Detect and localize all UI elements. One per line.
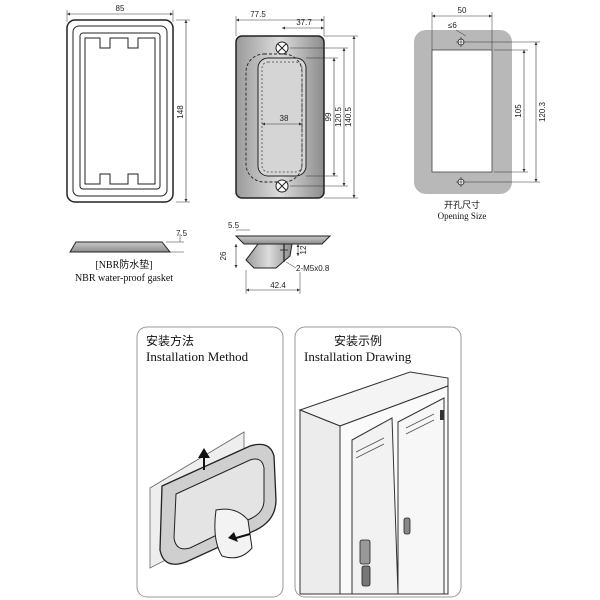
gasket-front-view (66, 19, 174, 203)
handle-dim-1: 99 (324, 112, 333, 121)
handle-half-width: 37.7 (296, 18, 312, 27)
section-d2: 26 (219, 251, 228, 260)
handle-inner-width: 38 (280, 114, 289, 123)
gasket-thickness: 7.5 (176, 229, 188, 238)
handle-dim-2: 120.5 (334, 106, 343, 127)
section-d4: 42.4 (270, 281, 286, 290)
handle-section-view (234, 235, 332, 269)
gasket-width: 85 (116, 4, 125, 13)
installation-method-panel: 安装方法 Installation Method (136, 326, 284, 598)
opening-size-view (414, 30, 512, 194)
handle-width: 77.5 (250, 10, 266, 19)
drawing-title-cn: 安装示例 (334, 333, 382, 348)
method-title-en: Installation Method (146, 349, 249, 364)
opening-width: 50 (458, 6, 467, 15)
section-d1: 5.5 (228, 221, 240, 230)
gasket-label-cn: [NBR防水垫] (95, 258, 152, 271)
method-title-cn: 安装方法 (146, 333, 194, 348)
drawing-title-en: Installation Drawing (304, 349, 412, 364)
section-screw: 2-M5x0.8 (296, 264, 330, 273)
opening-height-outer: 120.3 (538, 101, 547, 122)
opening-label-en: Opening Size (438, 211, 487, 221)
opening-label-cn: 开孔尺寸 (444, 199, 480, 211)
gasket-height: 148 (176, 105, 185, 119)
opening-height-inner: 105 (514, 104, 523, 118)
handle-dim-3: 140.5 (344, 106, 353, 127)
installation-drawing-panel: 安装示例 Installation Drawing (294, 326, 462, 598)
section-d3: 12 (299, 245, 308, 254)
opening-hole: ≤6 (448, 21, 457, 30)
gasket-side-view (69, 241, 172, 253)
handle-front-view (235, 35, 325, 199)
gasket-label-en: NBR water-proof gasket (75, 273, 173, 284)
